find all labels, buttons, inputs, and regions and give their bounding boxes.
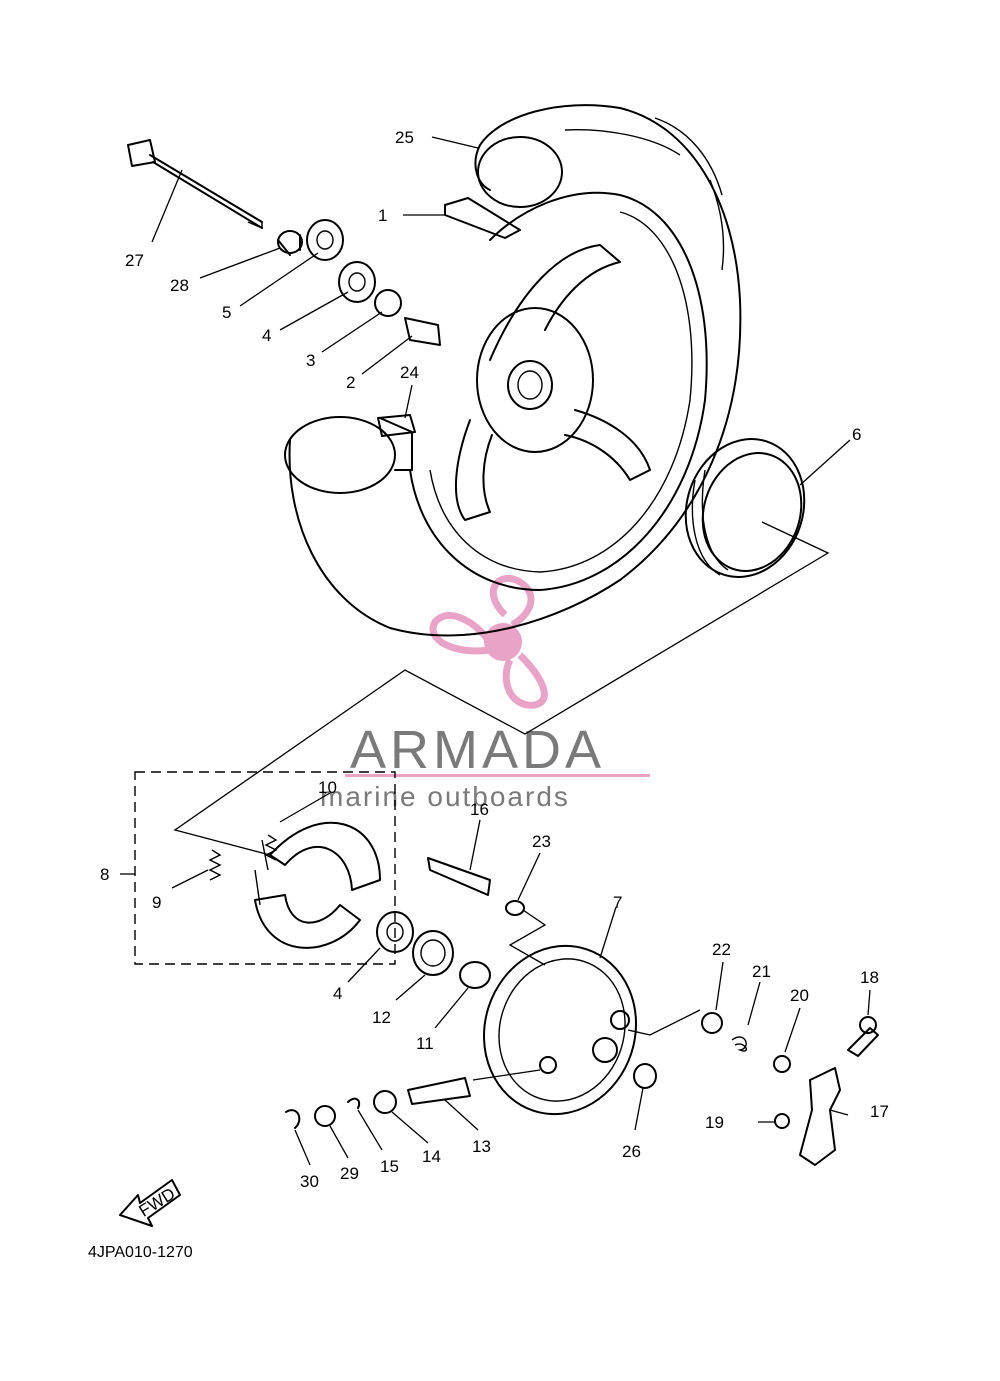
callout-12: 12: [372, 1008, 391, 1027]
axle-drawing: [127, 139, 441, 346]
callout-22: 22: [712, 940, 731, 959]
callout-27: 27: [125, 251, 144, 270]
callout-28: 28: [170, 276, 189, 295]
propeller-icon: [429, 574, 548, 709]
callout-29: 29: [340, 1164, 359, 1183]
callout-2: 2: [346, 373, 355, 392]
callout-9: 9: [152, 893, 161, 912]
callout-18: 18: [860, 968, 879, 987]
diagram-code: 4JPA010-1270: [88, 1244, 193, 1261]
watermark-subtitle: marine outboards: [320, 781, 570, 812]
callout-6: 6: [852, 425, 861, 444]
callout-4-top: 4: [262, 326, 271, 345]
watermark-divider: [345, 774, 650, 777]
callout-4-bottom: 4: [333, 984, 342, 1003]
fwd-arrow-icon: FWD: [119, 1179, 181, 1227]
callout-21: 21: [752, 962, 771, 981]
callout-14: 14: [422, 1147, 441, 1166]
callout-16: 16: [470, 800, 489, 819]
watermark-logo: ARMADA marine outboards: [320, 574, 650, 812]
callout-19: 19: [705, 1113, 724, 1132]
wheel-drawing: [284, 104, 742, 637]
propeller-hub-icon: [484, 623, 522, 661]
callout-8: 8: [100, 865, 109, 884]
callout-24: 24: [400, 363, 419, 382]
callout-30: 30: [300, 1172, 319, 1191]
callout-15: 15: [380, 1157, 399, 1176]
callout-23: 23: [532, 832, 551, 851]
watermark-title: ARMADA: [350, 720, 605, 780]
callout-11: 11: [416, 1034, 434, 1053]
callout-25: 25: [395, 128, 414, 147]
callout-17: 17: [870, 1102, 889, 1121]
callout-5: 5: [222, 303, 231, 322]
callout-13: 13: [472, 1137, 491, 1156]
callout-20: 20: [790, 986, 809, 1005]
part-6-drawing: [684, 438, 806, 578]
brake-drawing: [134, 771, 879, 1166]
callout-3: 3: [306, 351, 315, 370]
callout-7: 7: [613, 893, 622, 912]
callout-labels: 25 1 27 28 5 4 3 2 24 6 10 16 23 8 9 7 2…: [100, 128, 889, 1191]
callout-26: 26: [622, 1142, 641, 1161]
callout-1: 1: [378, 206, 387, 225]
leader-lines: [120, 136, 871, 1166]
callout-10: 10: [318, 778, 337, 797]
